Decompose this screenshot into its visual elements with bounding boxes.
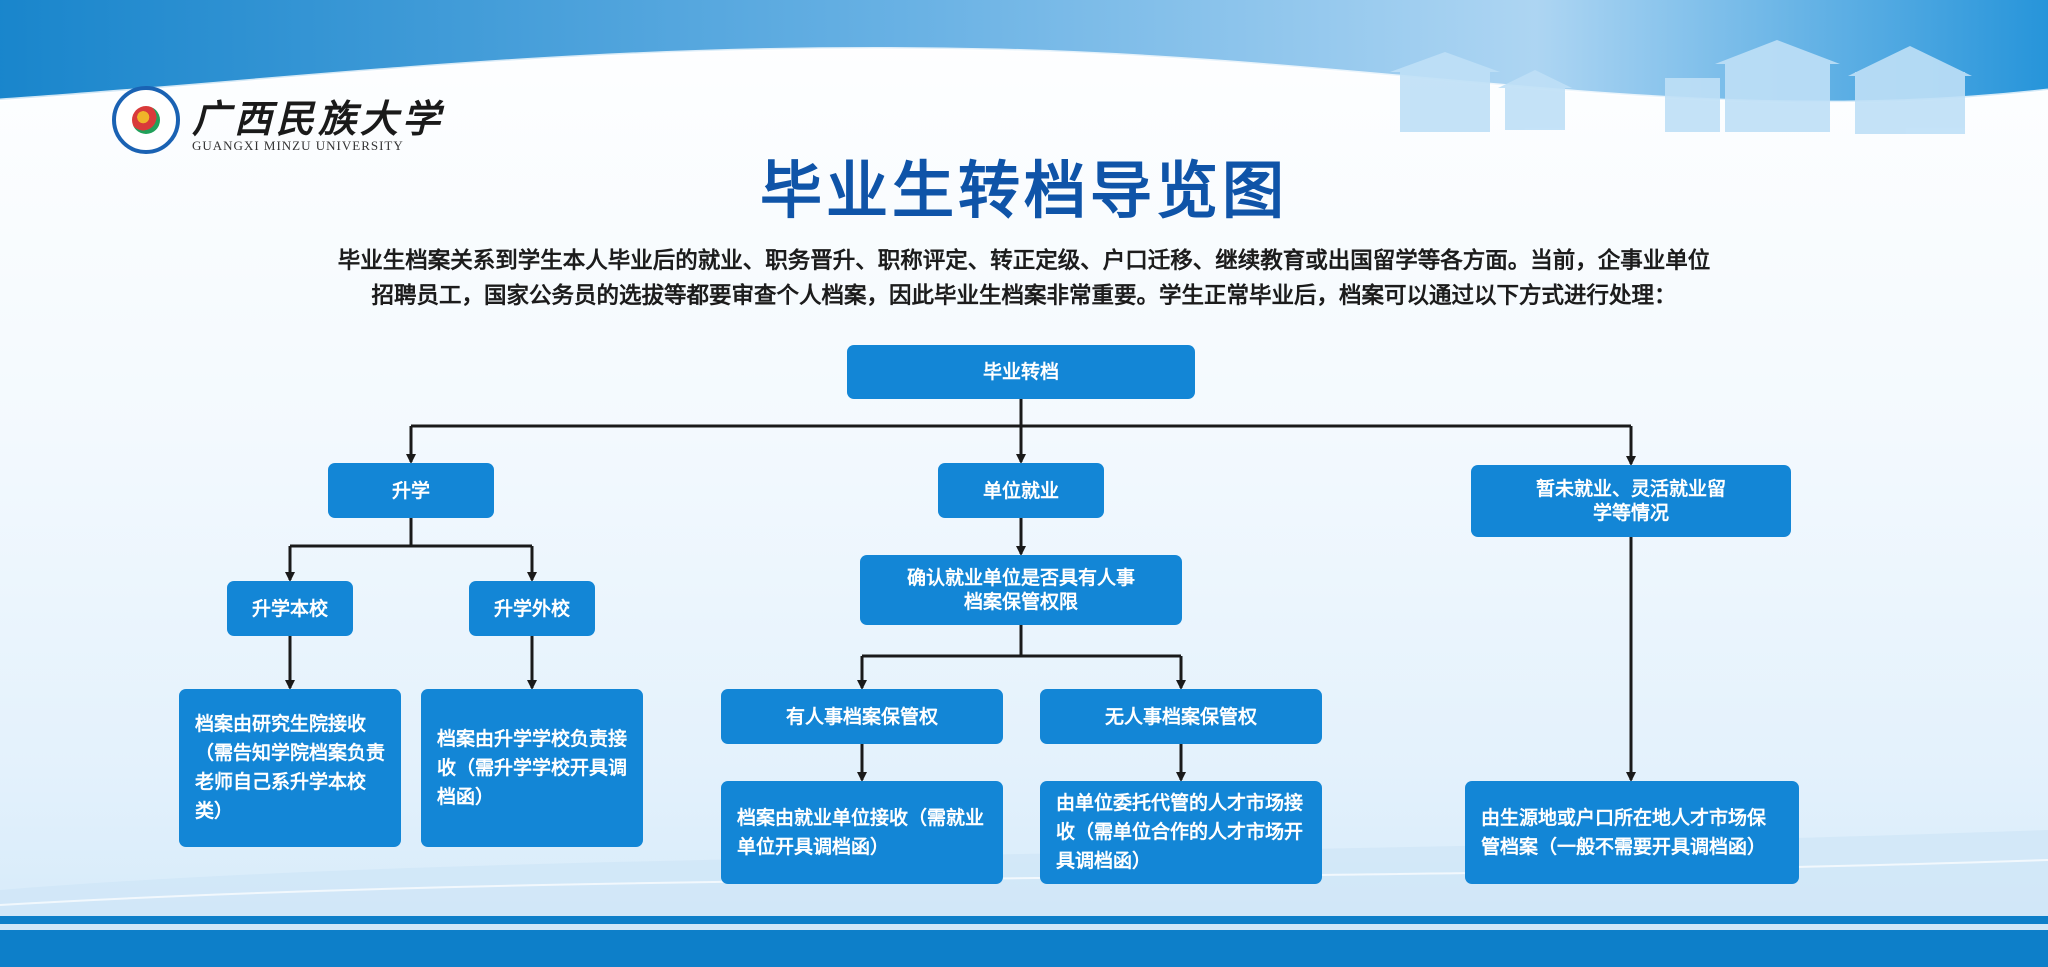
- logo-english-name: GUANGXI MINZU UNIVERSITY: [192, 138, 404, 153]
- intro-paragraph: 毕业生档案关系到学生本人毕业后的就业、职务晋升、职称评定、转正定级、户口迁移、继…: [250, 244, 1798, 314]
- node-own-school: 升学本校: [227, 581, 353, 636]
- intro-line-1: 毕业生档案关系到学生本人毕业后的就业、职务晋升、职称评定、转正定级、户口迁移、继…: [337, 248, 1711, 274]
- result-other-situations: 由生源地或户口所在地人才市场保管档案（一般不需要开具调档函）: [1465, 781, 1799, 884]
- result-has-archive-right: 档案由就业单位接收（需就业单位开具调档函）: [721, 781, 1003, 884]
- university-emblem-icon: [112, 86, 180, 154]
- node-has-archive-right: 有人事档案保管权: [721, 689, 1003, 744]
- logo-chinese-name: 广西民族大学: [192, 96, 445, 141]
- result-other-school: 档案由升学学校负责接收（需升学学校开具调档函）: [421, 689, 643, 847]
- intro-line-2: 招聘员工，国家公务员的选拔等都要审查个人档案，因此毕业生档案非常重要。学生正常毕…: [371, 283, 1677, 309]
- node-employment: 单位就业: [938, 463, 1104, 518]
- node-check-archive-right: 确认就业单位是否具有人事档案保管权限: [860, 555, 1182, 625]
- university-logo: 广西民族大学 GUANGXI MINZU UNIVERSITY: [110, 82, 440, 162]
- result-own-school: 档案由研究生院接收（需告知学院档案负责老师自己系升学本校类）: [179, 689, 401, 847]
- skyline-icon: [1390, 40, 1972, 134]
- result-no-archive-right: 由单位委托代管的人才市场接收（需单位合作的人才市场开具调档函）: [1040, 781, 1322, 884]
- node-no-archive-right: 无人事档案保管权: [1040, 689, 1322, 744]
- node-graduation-transfer: 毕业转档: [847, 345, 1195, 399]
- node-other-situations: 暂未就业、灵活就业留学等情况: [1471, 465, 1791, 537]
- node-other-school: 升学外校: [469, 581, 595, 636]
- page-title: 毕业生转档导览图: [759, 154, 1288, 227]
- node-further-study: 升学: [328, 463, 494, 518]
